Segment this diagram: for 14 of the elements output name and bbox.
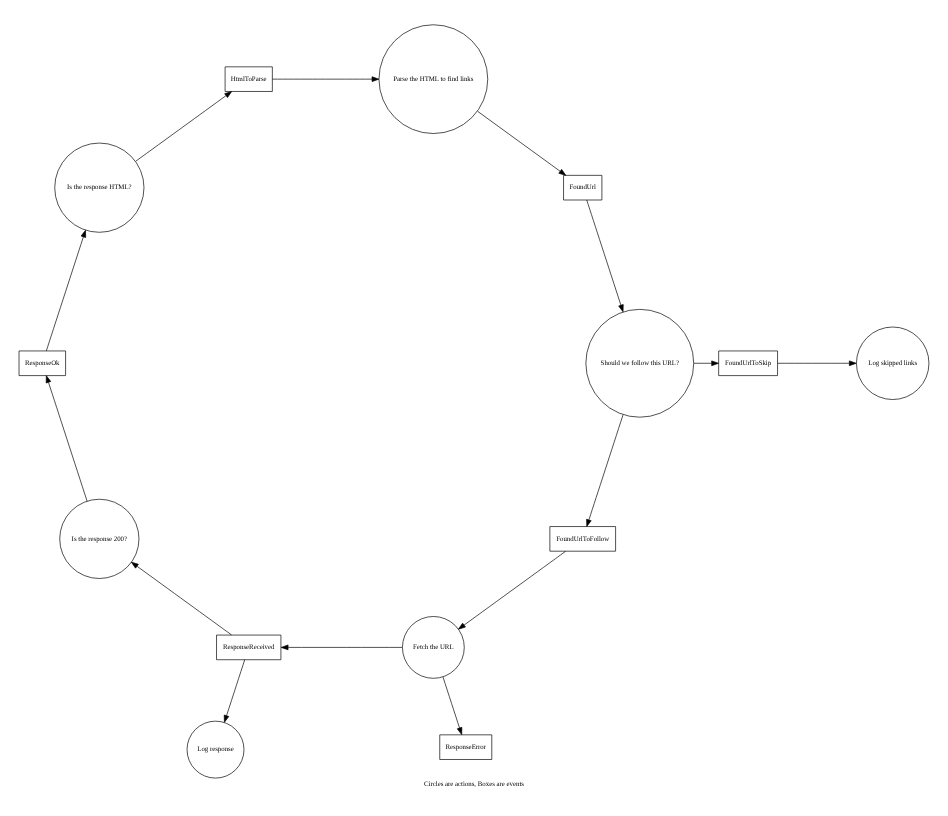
arrow (458, 551, 566, 630)
arrow (693, 360, 719, 366)
arrow (777, 360, 857, 366)
arrow (586, 414, 624, 527)
arrow (586, 199, 624, 313)
arrow (45, 375, 88, 502)
arrow (223, 659, 246, 723)
arrow (45, 229, 87, 352)
arrow (442, 676, 463, 735)
arrow (280, 644, 403, 651)
arrow (272, 76, 380, 82)
arrow (477, 110, 567, 176)
arrow (135, 91, 232, 162)
arrow (131, 561, 232, 636)
